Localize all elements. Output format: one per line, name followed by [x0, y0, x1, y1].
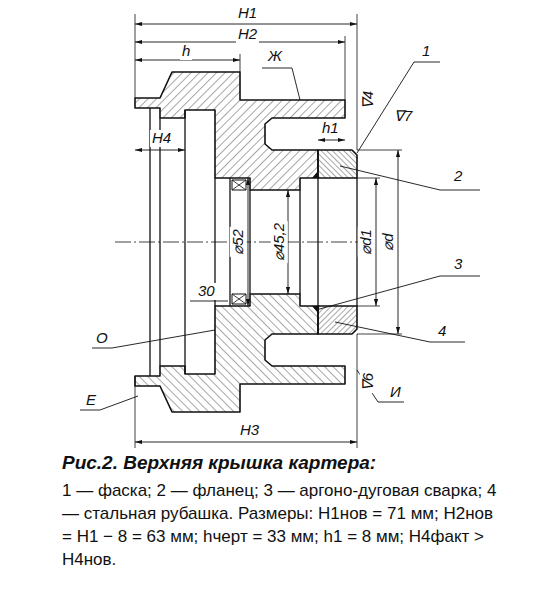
- dimension-label: H4: [150, 130, 173, 147]
- extension-lines: [135, 14, 402, 448]
- section-half: [135, 72, 357, 190]
- dimension-label: ∇6: [360, 371, 377, 393]
- dimension-label: H1: [236, 5, 259, 22]
- dimension-label: ⌀d1: [358, 227, 375, 257]
- dimension-label: 30: [196, 283, 217, 300]
- dimension-label: O: [94, 330, 110, 347]
- dimension-label: E: [84, 392, 98, 409]
- dimension-label: ⌀45,2: [271, 221, 288, 263]
- dimension-label: h: [180, 43, 192, 60]
- dimension-lines: [135, 24, 398, 442]
- weld: [312, 171, 318, 178]
- dimension-label: 4: [436, 323, 448, 340]
- dimension-label: 2: [452, 168, 464, 185]
- dimension-label: ⌀d: [380, 231, 397, 252]
- dimension-label: ∇4: [360, 89, 377, 111]
- flange: [318, 150, 357, 178]
- figure-caption: 1 — фаска; 2 — фланец; 3 — аргоно-дугова…: [62, 479, 507, 571]
- dimension-label: h1: [320, 120, 341, 137]
- leader-lines: [80, 62, 480, 410]
- figure-title: Рис.2. Верхняя крышка картера:: [62, 452, 532, 474]
- dimension-label: Ж: [266, 48, 284, 65]
- dimension-label: 1: [420, 43, 432, 60]
- dimension-label: H2: [236, 26, 259, 43]
- dimension-label: ∇7: [392, 108, 414, 125]
- dimension-label: ⌀52: [230, 227, 247, 257]
- dimension-label: И: [388, 384, 403, 401]
- dimension-label: 3: [452, 256, 464, 273]
- dimension-label: H3: [238, 422, 261, 439]
